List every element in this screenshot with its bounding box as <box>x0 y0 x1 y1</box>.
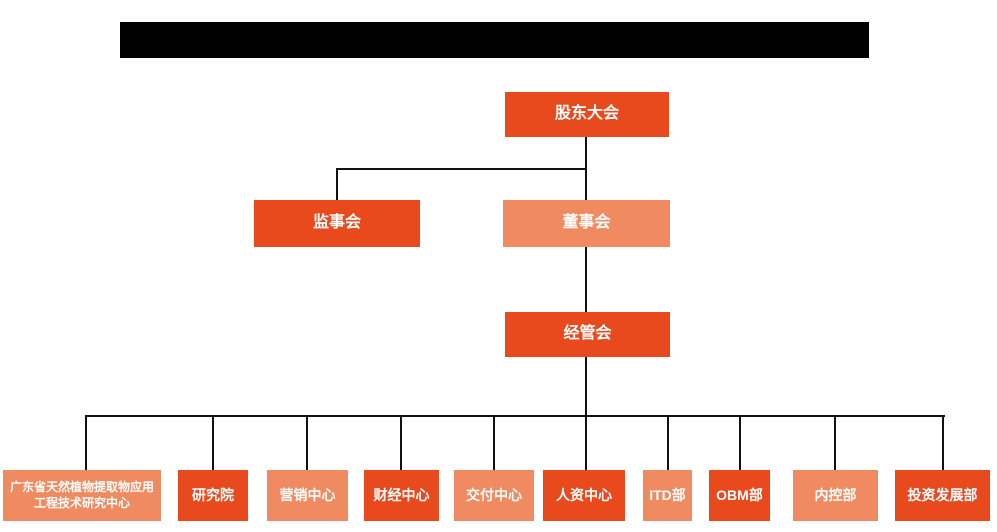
org-node-dept-itd: ITD部 <box>643 470 692 521</box>
org-node-shareholders-meeting: 股东大会 <box>505 92 669 137</box>
connector-line <box>834 415 836 470</box>
org-node-dept-research-center: 广东省天然植物提取物应用工程技术研究中心 <box>3 470 161 521</box>
org-node-dept-investment-development: 投资发展部 <box>895 470 990 521</box>
connector-line <box>667 415 669 470</box>
org-node-management-committee: 经管会 <box>505 312 670 357</box>
connector-line <box>739 415 741 470</box>
redacted-title-bar <box>120 22 869 58</box>
org-node-dept-delivery-center: 交付中心 <box>454 470 534 521</box>
connector-line <box>336 168 586 170</box>
connector-line <box>400 415 402 470</box>
connector-line <box>585 357 587 415</box>
org-node-dept-hr-center: 人资中心 <box>543 470 625 521</box>
connector-bus-line <box>85 415 945 417</box>
connector-line <box>585 137 587 200</box>
connector-line <box>585 247 587 312</box>
org-node-dept-finance-center: 财经中心 <box>364 470 439 521</box>
org-node-dept-research-institute: 研究院 <box>178 470 248 521</box>
connector-line <box>306 415 308 470</box>
connector-line <box>212 415 214 470</box>
connector-line <box>493 415 495 470</box>
org-node-supervisory-board: 监事会 <box>254 200 420 247</box>
org-node-dept-obm: OBM部 <box>709 470 770 521</box>
connector-line <box>942 415 944 470</box>
connector-line <box>85 415 87 470</box>
connector-line <box>336 168 338 200</box>
org-node-dept-internal-control: 内控部 <box>793 470 878 521</box>
connector-line <box>585 415 587 470</box>
org-node-dept-marketing-center: 营销中心 <box>267 470 348 521</box>
org-node-board-of-directors: 董事会 <box>503 200 670 247</box>
